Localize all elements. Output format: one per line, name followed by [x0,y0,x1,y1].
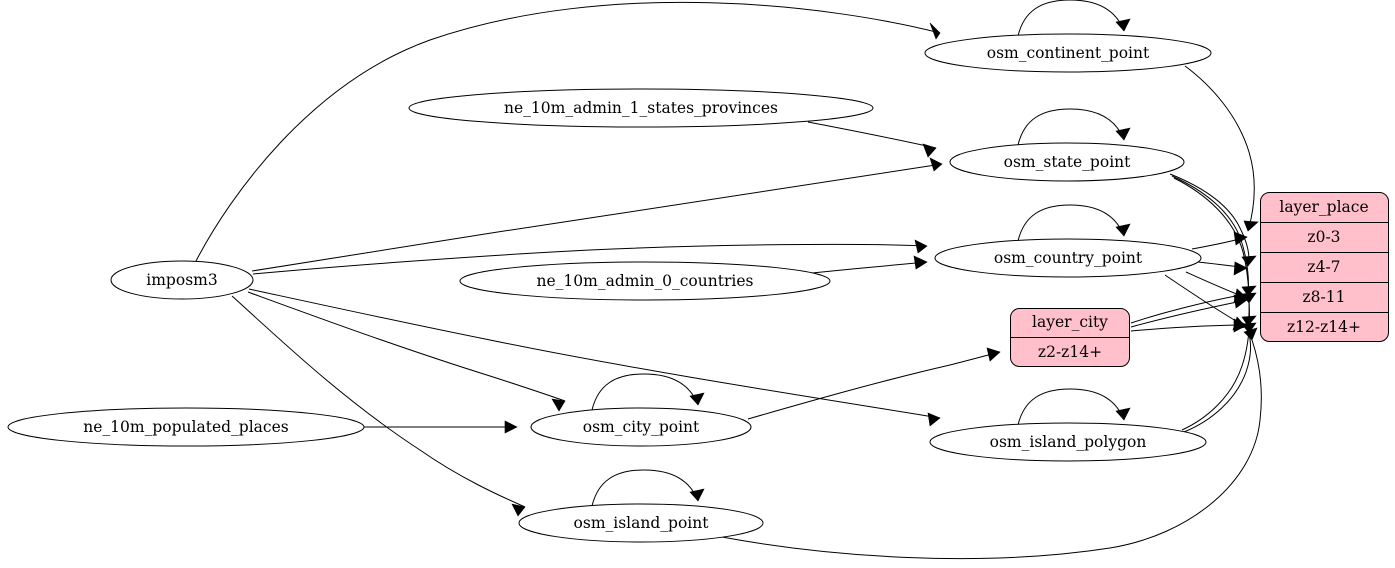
record-node-layer-place[interactable]: layer_place z0-3 z4-7 z8-11 z12-z14+ [1260,192,1389,342]
node-ne-10m-admin-1-states-provinces[interactable]: ne_10m_admin_1_states_provinces [408,88,874,128]
node-osm-island-polygon[interactable]: osm_island_polygon [929,422,1207,462]
edge-imposm3-to-osm_city_point [247,291,566,412]
node-osm-continent-point[interactable]: osm_continent_point [924,33,1212,73]
edge-ne_10m_admin_0_countries-to-osm_country_point [811,255,928,274]
edge-osm_city_point-to-layer_city-z2-z14 [747,347,1001,420]
record-nodes-layer: layer_place z0-3 z4-7 z8-11 z12-z14+ lay… [1010,192,1389,367]
edges-layer [195,0,1262,560]
edge-self-loop-osm_country_point [1017,204,1131,242]
edge-self-loop-osm_state_point [1017,108,1131,146]
node-osm-state-point[interactable]: osm_state_point [949,142,1185,182]
edge-imposm3-to-osm_island_polygon [248,288,941,427]
edge-osm_island_point-to-layer_place-z12-z14 [721,327,1262,560]
edge-layer_city-to-layer_place-z12-z14 [1130,318,1248,333]
edge-imposm3-to-osm_island_point [231,295,526,517]
edge-self-loop-osm_continent_point [1017,0,1131,37]
edge-imposm3-to-osm_country_point [252,239,928,275]
edge-self-loop-osm_city_point [591,373,705,411]
node-osm-country-point[interactable]: osm_country_point [934,238,1202,278]
edge-ne_10m_admin_1_states_provinces-to-osm_state_point [807,121,937,158]
edge-osm_island_polygon-to-layer_place-z8-11 [1181,292,1257,431]
edge-self-loop-osm_island_point [591,469,705,507]
edge-osm_continent_point-to-layer_place-z0-3 [1184,65,1259,232]
edge-osm_country_point-to-layer_place-z4-7 [1197,261,1248,276]
node-ne-10m-populated-places[interactable]: ne_10m_populated_places [7,407,365,447]
nodes-layer: imposm3 ne_10m_admin_1_states_provinces … [7,33,1212,543]
node-osm-city-point[interactable]: osm_city_point [530,407,752,447]
record-node-layer-city[interactable]: layer_city z2-z14+ [1010,308,1130,367]
node-osm-island-point[interactable]: osm_island_point [518,503,764,543]
edge-layer_city-to-layer_place-z8-11 [1130,294,1248,328]
edge-self-loop-osm_island_polygon [1017,388,1131,426]
edge-osm_country_point-to-layer_place-z0-3 [1191,231,1248,250]
edge-imposm3-to-osm_state_point [251,157,943,272]
edge-layer_city-to-layer_place-extra [1130,293,1248,324]
edge-ne_10m_populated_places-to-osm_city_point [364,420,518,434]
node-ne-10m-admin-0-countries[interactable]: ne_10m_admin_0_countries [459,261,831,301]
edge-osm_island_polygon-to-layer_place-z12-z14 [1183,322,1257,433]
node-imposm3[interactable]: imposm3 [110,260,254,300]
edge-imposm3-to-osm_continent_point [195,1,941,262]
